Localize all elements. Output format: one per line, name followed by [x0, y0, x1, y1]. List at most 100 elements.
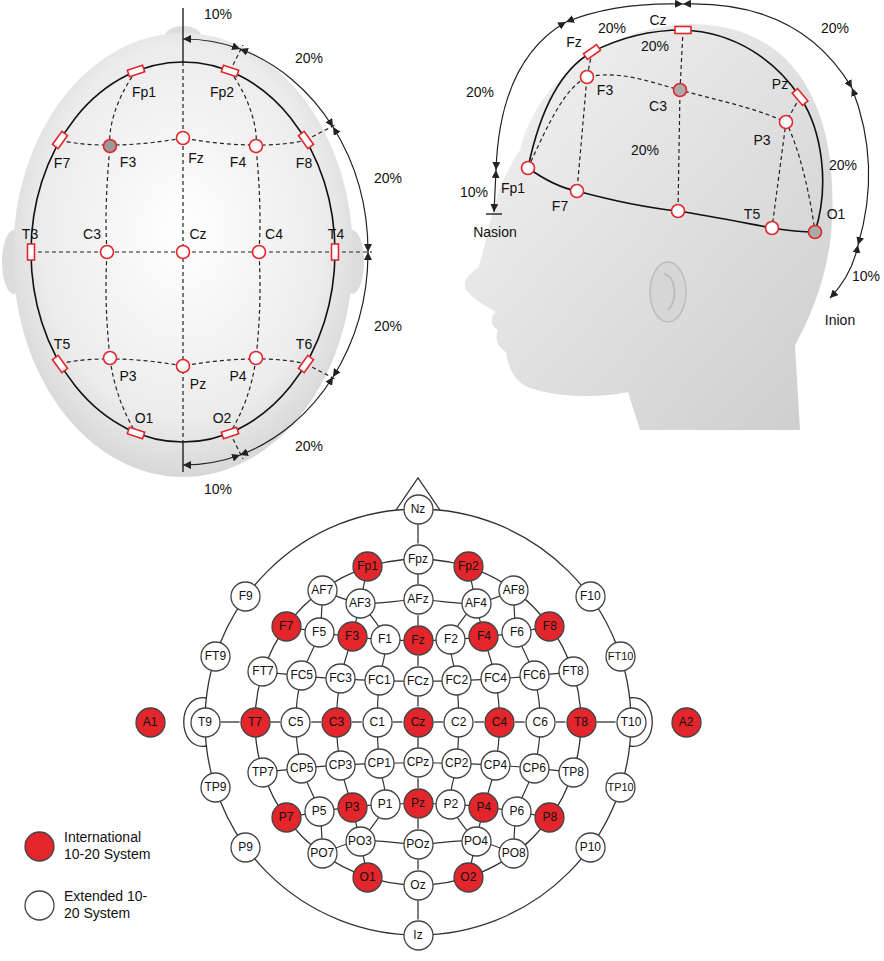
electrode-label: O1: [135, 410, 154, 426]
grid-connector: [597, 721, 616, 722]
grid-connector: [417, 697, 418, 707]
electrode-circle: [308, 576, 337, 605]
percent-label: 20%: [374, 170, 402, 186]
illustration-part: [240, 377, 333, 455]
electrode-circle: [365, 666, 394, 695]
percent-label: 20%: [295, 50, 323, 66]
illustration-part: [28, 65, 339, 439]
electrode-node: A2: [671, 707, 702, 738]
illustration-part: [672, 205, 685, 218]
electrode-label: P3: [119, 368, 136, 384]
electrode-label: Fz: [566, 34, 582, 50]
grid-connector: [417, 656, 418, 666]
electrode-circle: [485, 708, 514, 737]
illustration-part: [221, 65, 238, 77]
electrode-name: CP6: [523, 762, 546, 775]
illustration-part: [772, 97, 800, 228]
electrode-node: C2: [443, 707, 474, 738]
electrode-circle: [559, 758, 588, 787]
electrode-node: FT10: [605, 641, 636, 672]
illustration-part: [101, 246, 114, 259]
illustration-part: [335, 251, 372, 252]
electrode-circle: [502, 618, 531, 647]
electrode-name: CP4: [484, 759, 507, 772]
electrode-name: P9: [238, 841, 253, 854]
electrode-name: Nz: [411, 503, 426, 516]
electrode-name: PO7: [310, 847, 334, 860]
electrode-circle: [469, 622, 498, 651]
electrode-circle: [248, 657, 277, 686]
electrode-node: A1: [135, 707, 166, 738]
electrode-name: FC4: [484, 672, 507, 685]
electrode-node: FC1: [364, 665, 395, 696]
electrode-circle: [363, 708, 392, 737]
electrode-node: F1: [370, 624, 401, 655]
electrode-circle: [567, 708, 596, 737]
grid-connector: [271, 721, 281, 722]
electrode-node: AF4: [461, 588, 492, 619]
electrode-circle: [526, 708, 555, 737]
electrode-node: Nz: [403, 494, 434, 525]
electrode-circle: [404, 585, 433, 614]
electrode-label: F7: [552, 198, 568, 214]
electrode-label: T3: [22, 226, 38, 242]
electrode-name: C1: [370, 716, 385, 729]
illustration-part: [182, 442, 183, 472]
electrode-label: T4: [328, 226, 344, 242]
electrode-node: TP10: [605, 772, 636, 803]
electrode-name: FC2: [445, 674, 468, 687]
electrode-label: Fp2: [210, 84, 234, 100]
electrode-circle: [404, 545, 433, 574]
electrode-name: PO4: [464, 835, 488, 848]
electrode-node: TP7: [247, 757, 278, 788]
electrode-node: P3: [337, 792, 368, 823]
electrode-name: Oz: [410, 879, 425, 892]
electrode-circle: [454, 552, 483, 581]
illustration-part: [678, 30, 683, 211]
electrode-node: FC4: [480, 663, 511, 694]
grid-connector: [221, 721, 240, 722]
electrode-circle: [241, 708, 270, 737]
electrode-circle: [371, 790, 400, 819]
grid-connector: [393, 721, 403, 722]
illustration-part: [52, 131, 67, 148]
electrode-node: Fp2: [453, 551, 484, 582]
electrode-label: Fz: [188, 150, 204, 166]
electrode-name: CP5: [290, 762, 313, 775]
electrode-name: F3: [345, 630, 359, 643]
illustration-part: [675, 27, 691, 34]
electrode-node: T7: [240, 707, 271, 738]
electrode-name: Iz: [413, 929, 422, 942]
electrode-name: PO8: [502, 847, 526, 860]
electrode-name: Fz: [411, 634, 424, 647]
electrode-name: AF4: [465, 597, 487, 610]
electrode-name: FT8: [562, 665, 583, 678]
illustration-part: [127, 427, 144, 439]
electrode-name: AF3: [349, 597, 371, 610]
electrode-node: Fz: [403, 625, 434, 656]
electrode-name: FC6: [523, 669, 546, 682]
electrode-circle: [535, 803, 564, 832]
electrode-name: P1: [378, 798, 393, 811]
electrode-circle: [606, 642, 635, 671]
illustration-part: [240, 49, 333, 127]
electrode-circle: [535, 612, 564, 641]
electrode-node: C3: [321, 707, 352, 738]
illustration-part: [127, 65, 144, 77]
electrode-name: P6: [510, 805, 525, 818]
electrode-node: P5: [304, 796, 335, 827]
electrode-circle: [462, 589, 491, 618]
electrode-node: Cz: [403, 707, 434, 738]
electrode-node: AF8: [498, 575, 529, 606]
illustration-part: [674, 84, 687, 97]
illustration-part: [683, 4, 852, 88]
illustration-part: [528, 75, 815, 232]
electrode-node: P7: [271, 802, 302, 833]
illustration-part: [298, 355, 313, 372]
electrode-circle: [305, 797, 334, 826]
electrode-label: O2: [213, 410, 232, 426]
illustration-part: [571, 185, 584, 198]
grid-connector: [417, 525, 418, 544]
electrode-circle: [520, 754, 549, 783]
